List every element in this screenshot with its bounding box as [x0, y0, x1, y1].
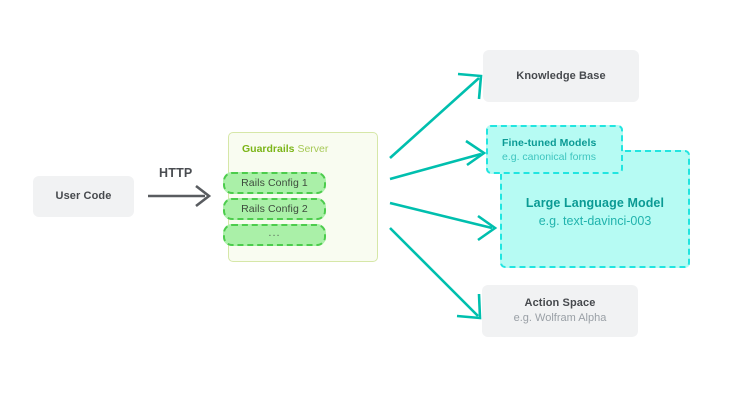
guardrails-server-title: Guardrails Server — [242, 142, 328, 156]
node-guardrails-server: Guardrails Server Rails Config 1 Rails C… — [223, 132, 378, 262]
node-fine-tuned-models: Fine-tuned Models e.g. canonical forms — [486, 125, 623, 174]
arrow-head-knowledge-base — [457, 72, 483, 100]
http-arrow-icon — [148, 184, 212, 208]
large-language-model-title: Large Language Model — [525, 196, 665, 210]
http-label: HTTP — [159, 166, 193, 180]
arrow-line-large-language-model — [389, 201, 493, 230]
arrow-head-fine-tuned-models — [465, 139, 487, 167]
http-connector: HTTP — [148, 166, 220, 208]
node-user-code: User Code — [33, 176, 134, 217]
guardrails-title-strong: Guardrails — [242, 143, 295, 155]
large-language-model-subtitle: e.g. text-davinci-003 — [538, 214, 652, 228]
rails-config-chip[interactable]: Rails Config 1 — [223, 172, 326, 194]
action-space-subtitle: e.g. Wolfram Alpha — [513, 312, 607, 324]
guardrails-title-light: Server — [294, 143, 329, 155]
action-space-title: Action Space — [524, 297, 596, 309]
arrow-line-knowledge-base — [389, 77, 480, 159]
fine-tuned-models-title: Fine-tuned Models — [502, 136, 597, 149]
arrow-line-fine-tuned-models — [389, 152, 482, 181]
node-action-space: Action Space e.g. Wolfram Alpha — [482, 285, 638, 337]
arrow-head-large-language-model — [477, 214, 498, 242]
arrow-head-action-space — [456, 293, 482, 320]
rails-config-chip-more[interactable]: ... — [223, 224, 326, 246]
rails-config-chip[interactable]: Rails Config 2 — [223, 198, 326, 220]
node-knowledge-base: Knowledge Base — [483, 50, 639, 102]
fine-tuned-models-subtitle: e.g. canonical forms — [502, 150, 596, 163]
user-code-label: User Code — [55, 190, 112, 202]
knowledge-base-title: Knowledge Base — [516, 69, 606, 82]
arrow-line-action-space — [389, 227, 479, 317]
